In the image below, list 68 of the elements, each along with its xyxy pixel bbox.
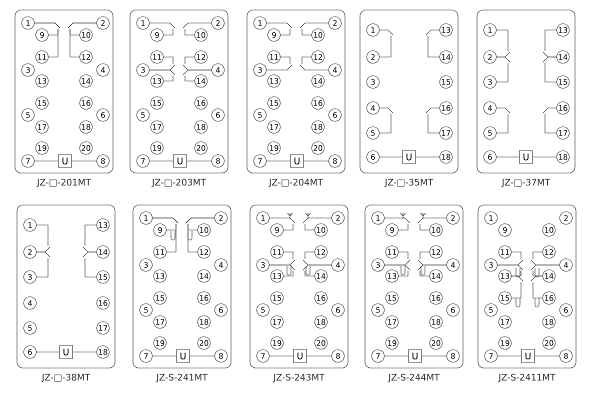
wire bbox=[72, 160, 97, 162]
contact-wire bbox=[269, 218, 296, 230]
coil-box: U bbox=[402, 150, 416, 164]
contact-wire bbox=[269, 264, 296, 276]
contact-wire bbox=[149, 22, 176, 36]
contact-wire bbox=[511, 276, 524, 298]
contact-wire bbox=[152, 218, 178, 252]
contact-wire bbox=[186, 218, 215, 252]
coil-box: U bbox=[519, 150, 533, 164]
model-caption: JZ-□-201MT bbox=[36, 178, 92, 188]
coil-box: U bbox=[521, 349, 535, 363]
wire bbox=[496, 156, 520, 158]
contact-wire bbox=[418, 218, 447, 230]
contact-wire bbox=[542, 108, 557, 134]
model-caption: JZ-S-241MT bbox=[156, 374, 208, 382]
contact-wire bbox=[34, 22, 60, 58]
contact-wire bbox=[182, 22, 212, 36]
contact-wire bbox=[82, 252, 97, 278]
coil-box: U bbox=[59, 345, 73, 359]
coil-box: U bbox=[173, 154, 187, 168]
model-caption: JZ-S-2411MT bbox=[498, 374, 556, 382]
contact-wire bbox=[496, 108, 510, 134]
contact-wire bbox=[182, 70, 212, 82]
contact-wire bbox=[542, 30, 557, 58]
contact-wire bbox=[496, 56, 510, 82]
contact-wire bbox=[379, 30, 394, 58]
contact-wire bbox=[426, 108, 440, 134]
coil-box: U bbox=[290, 154, 304, 168]
wire bbox=[379, 156, 402, 158]
coil-box: U bbox=[293, 349, 307, 363]
model-caption: JZ-S-244MT bbox=[388, 374, 440, 382]
wire bbox=[266, 160, 290, 162]
coil-box: U bbox=[58, 154, 72, 168]
model-caption: JZ-□-204MT bbox=[268, 178, 324, 188]
coil-box: U bbox=[408, 349, 422, 363]
contact-wire bbox=[497, 264, 524, 276]
contact-wire bbox=[379, 108, 394, 134]
contact-wire bbox=[418, 264, 447, 276]
wire bbox=[149, 160, 174, 162]
contact-wire bbox=[426, 30, 440, 58]
contact-wire bbox=[530, 264, 560, 276]
contact-wire bbox=[300, 56, 329, 70]
model-caption: JZ-□-37MT bbox=[501, 178, 550, 188]
contact-wire bbox=[149, 70, 176, 82]
wire bbox=[34, 160, 58, 162]
contact-wire bbox=[542, 56, 557, 82]
contact-wire bbox=[36, 224, 50, 252]
contact-wire bbox=[266, 22, 292, 36]
wire bbox=[532, 156, 557, 158]
contact-wire bbox=[384, 218, 410, 230]
contact-wire bbox=[266, 56, 292, 70]
wire bbox=[304, 160, 329, 162]
contact-wire bbox=[302, 264, 332, 276]
contact-wire bbox=[300, 22, 329, 36]
contact-wire bbox=[530, 276, 543, 298]
contact-wire bbox=[68, 22, 97, 58]
wire bbox=[416, 156, 440, 158]
contact-wire bbox=[302, 218, 332, 230]
model-caption: JZ-□-35MT bbox=[384, 178, 434, 188]
contact-wire bbox=[82, 224, 97, 252]
model-caption: JZ-□-203MT bbox=[151, 178, 206, 188]
contact-wire bbox=[496, 30, 510, 58]
contact-wire bbox=[384, 264, 410, 276]
coil-box: U bbox=[176, 349, 190, 363]
wire bbox=[186, 160, 212, 162]
contact-wire bbox=[36, 252, 50, 278]
model-caption: JZ-S-243MT bbox=[272, 374, 325, 382]
model-caption: JZ-□-38MT bbox=[41, 374, 90, 382]
